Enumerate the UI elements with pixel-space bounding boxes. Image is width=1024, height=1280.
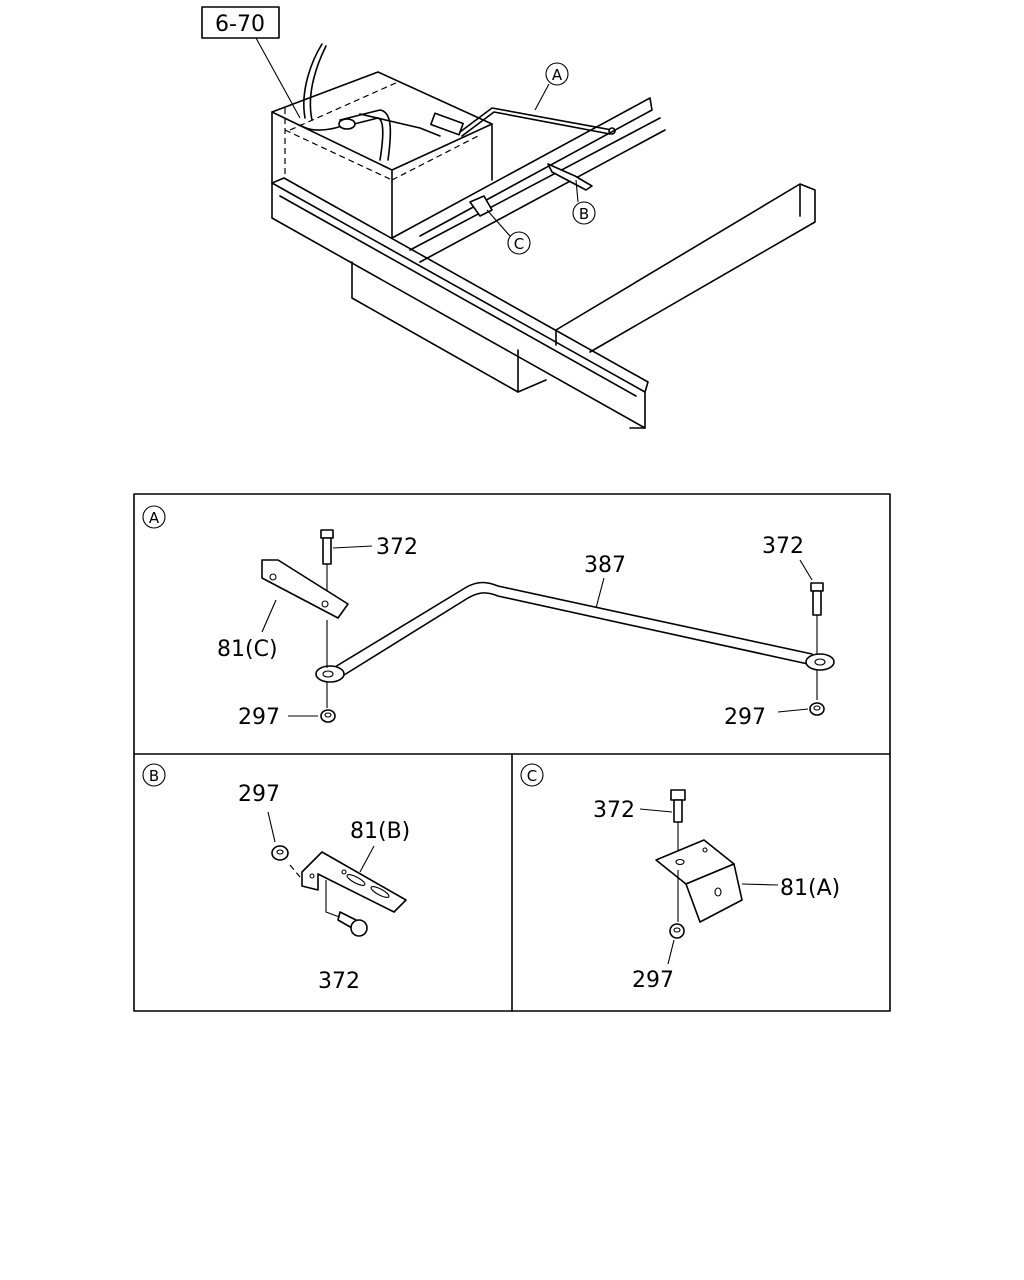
bracket-81b <box>301 851 407 913</box>
label-81b: 81(B) <box>350 819 410 844</box>
panel-c-marker <box>520 763 544 787</box>
panel-a-letter: A <box>149 509 160 527</box>
label-372-c: 372 <box>593 798 635 823</box>
ref-leader <box>255 37 301 119</box>
bolt-left <box>320 529 334 612</box>
nut-c <box>669 923 685 939</box>
panel-a-marker <box>142 505 166 529</box>
label-387: 387 <box>584 553 626 578</box>
rod-387 <box>315 581 835 683</box>
bolt-right <box>810 582 824 655</box>
bracket-81a <box>655 839 743 923</box>
bolt-c <box>670 789 686 858</box>
label-297-b: 297 <box>238 782 280 807</box>
nut-right <box>809 702 825 716</box>
panel-a: A 372 81(C) 387 <box>142 505 835 730</box>
svg-text:A: A <box>552 66 563 84</box>
bolt-b <box>337 911 368 937</box>
callout-a: A <box>534 62 569 111</box>
label-81a: 81(A) <box>780 876 840 901</box>
ref-box-label: 6-70 <box>215 12 265 37</box>
panel-c: C 372 81(A) 297 <box>520 763 840 993</box>
panel-c-letter: C <box>527 767 537 785</box>
label-297-left: 297 <box>238 705 280 730</box>
frame-rails <box>271 97 816 429</box>
panel-b: B 297 81(B) 372 <box>142 763 410 994</box>
label-297-right: 297 <box>724 705 766 730</box>
svg-text:B: B <box>579 205 589 223</box>
detail-frame <box>133 493 891 1012</box>
bracket-81c <box>261 559 349 619</box>
panel-b-letter: B <box>149 767 159 785</box>
label-372-right: 372 <box>762 534 804 559</box>
overview-illustration: 6-70 <box>201 6 816 429</box>
label-81c: 81(C) <box>217 637 278 662</box>
callout-b: B <box>572 179 596 225</box>
callout-c: C <box>486 209 531 255</box>
label-297-c: 297 <box>632 968 674 993</box>
nut-b <box>271 845 289 861</box>
nut-left <box>320 709 336 723</box>
label-372-b: 372 <box>318 969 360 994</box>
battery-box <box>271 43 616 239</box>
ref-box <box>201 6 280 39</box>
label-372-left: 372 <box>376 535 418 560</box>
svg-text:C: C <box>514 235 524 253</box>
panel-b-marker <box>142 763 166 787</box>
